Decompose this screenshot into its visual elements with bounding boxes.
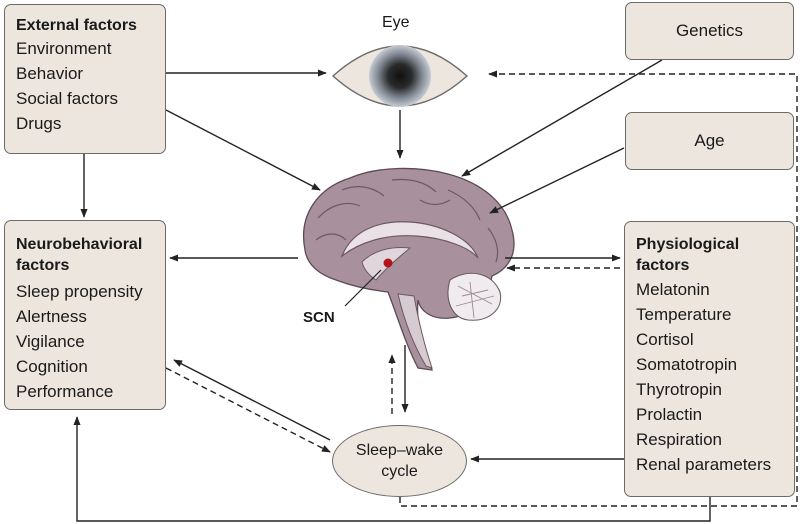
- age-box: Age: [625, 112, 794, 170]
- neurobehavioral-title-line1: Neurobehavioral: [16, 236, 143, 253]
- physiological-title-line1: Physiological: [636, 236, 740, 253]
- age-label: Age: [694, 131, 725, 150]
- neurobehavioral-item: Sleep propensity: [16, 282, 143, 301]
- neurobehavioral-item: Cognition: [16, 357, 88, 376]
- brain-icon: [303, 167, 515, 371]
- neurobehavioral-item: Alertness: [16, 307, 87, 326]
- external-factor-item: Social factors: [16, 89, 119, 108]
- neurobehavioral-factors-box: Neurobehavioral factors Sleep propensity…: [4, 220, 166, 410]
- external-factors-title: External factors: [16, 17, 137, 34]
- physiological-factors-box: Physiological factors Melatonin Temperat…: [624, 221, 795, 497]
- physiological-item: Somatotropin: [636, 355, 738, 374]
- sleep-wake-cycle-node: Sleep–wake cycle: [332, 425, 467, 497]
- physiological-item: Melatonin: [636, 280, 710, 299]
- external-factor-item: Behavior: [16, 64, 84, 83]
- external-factor-item: Drugs: [16, 114, 62, 133]
- physiological-item: Renal parameters: [636, 455, 772, 474]
- neurobehavioral-item: Performance: [16, 382, 114, 401]
- physiological-item: Temperature: [636, 305, 732, 324]
- genetics-label: Genetics: [675, 21, 744, 40]
- sleep-wake-line2: cycle: [381, 463, 418, 480]
- scn-label: SCN: [303, 309, 335, 326]
- neurobehavioral-item: Vigilance: [16, 332, 85, 351]
- physiological-item: Respiration: [636, 430, 722, 449]
- eye-label: Eye: [382, 14, 410, 31]
- scn-dot: [383, 258, 393, 268]
- sleep-wake-line1: Sleep–wake: [355, 442, 444, 459]
- physiological-item: Cortisol: [636, 330, 694, 349]
- physiological-title-line2: factors: [636, 257, 690, 274]
- external-factors-box: External factors Environment Behavior So…: [4, 4, 166, 154]
- genetics-box: Genetics: [625, 2, 794, 60]
- physiological-item: Prolactin: [636, 405, 703, 424]
- external-factor-item: Environment: [16, 39, 112, 58]
- neurobehavioral-title-line2: factors: [16, 257, 70, 274]
- physiological-item: Thyrotropin: [636, 380, 722, 399]
- eye-icon: [331, 45, 469, 107]
